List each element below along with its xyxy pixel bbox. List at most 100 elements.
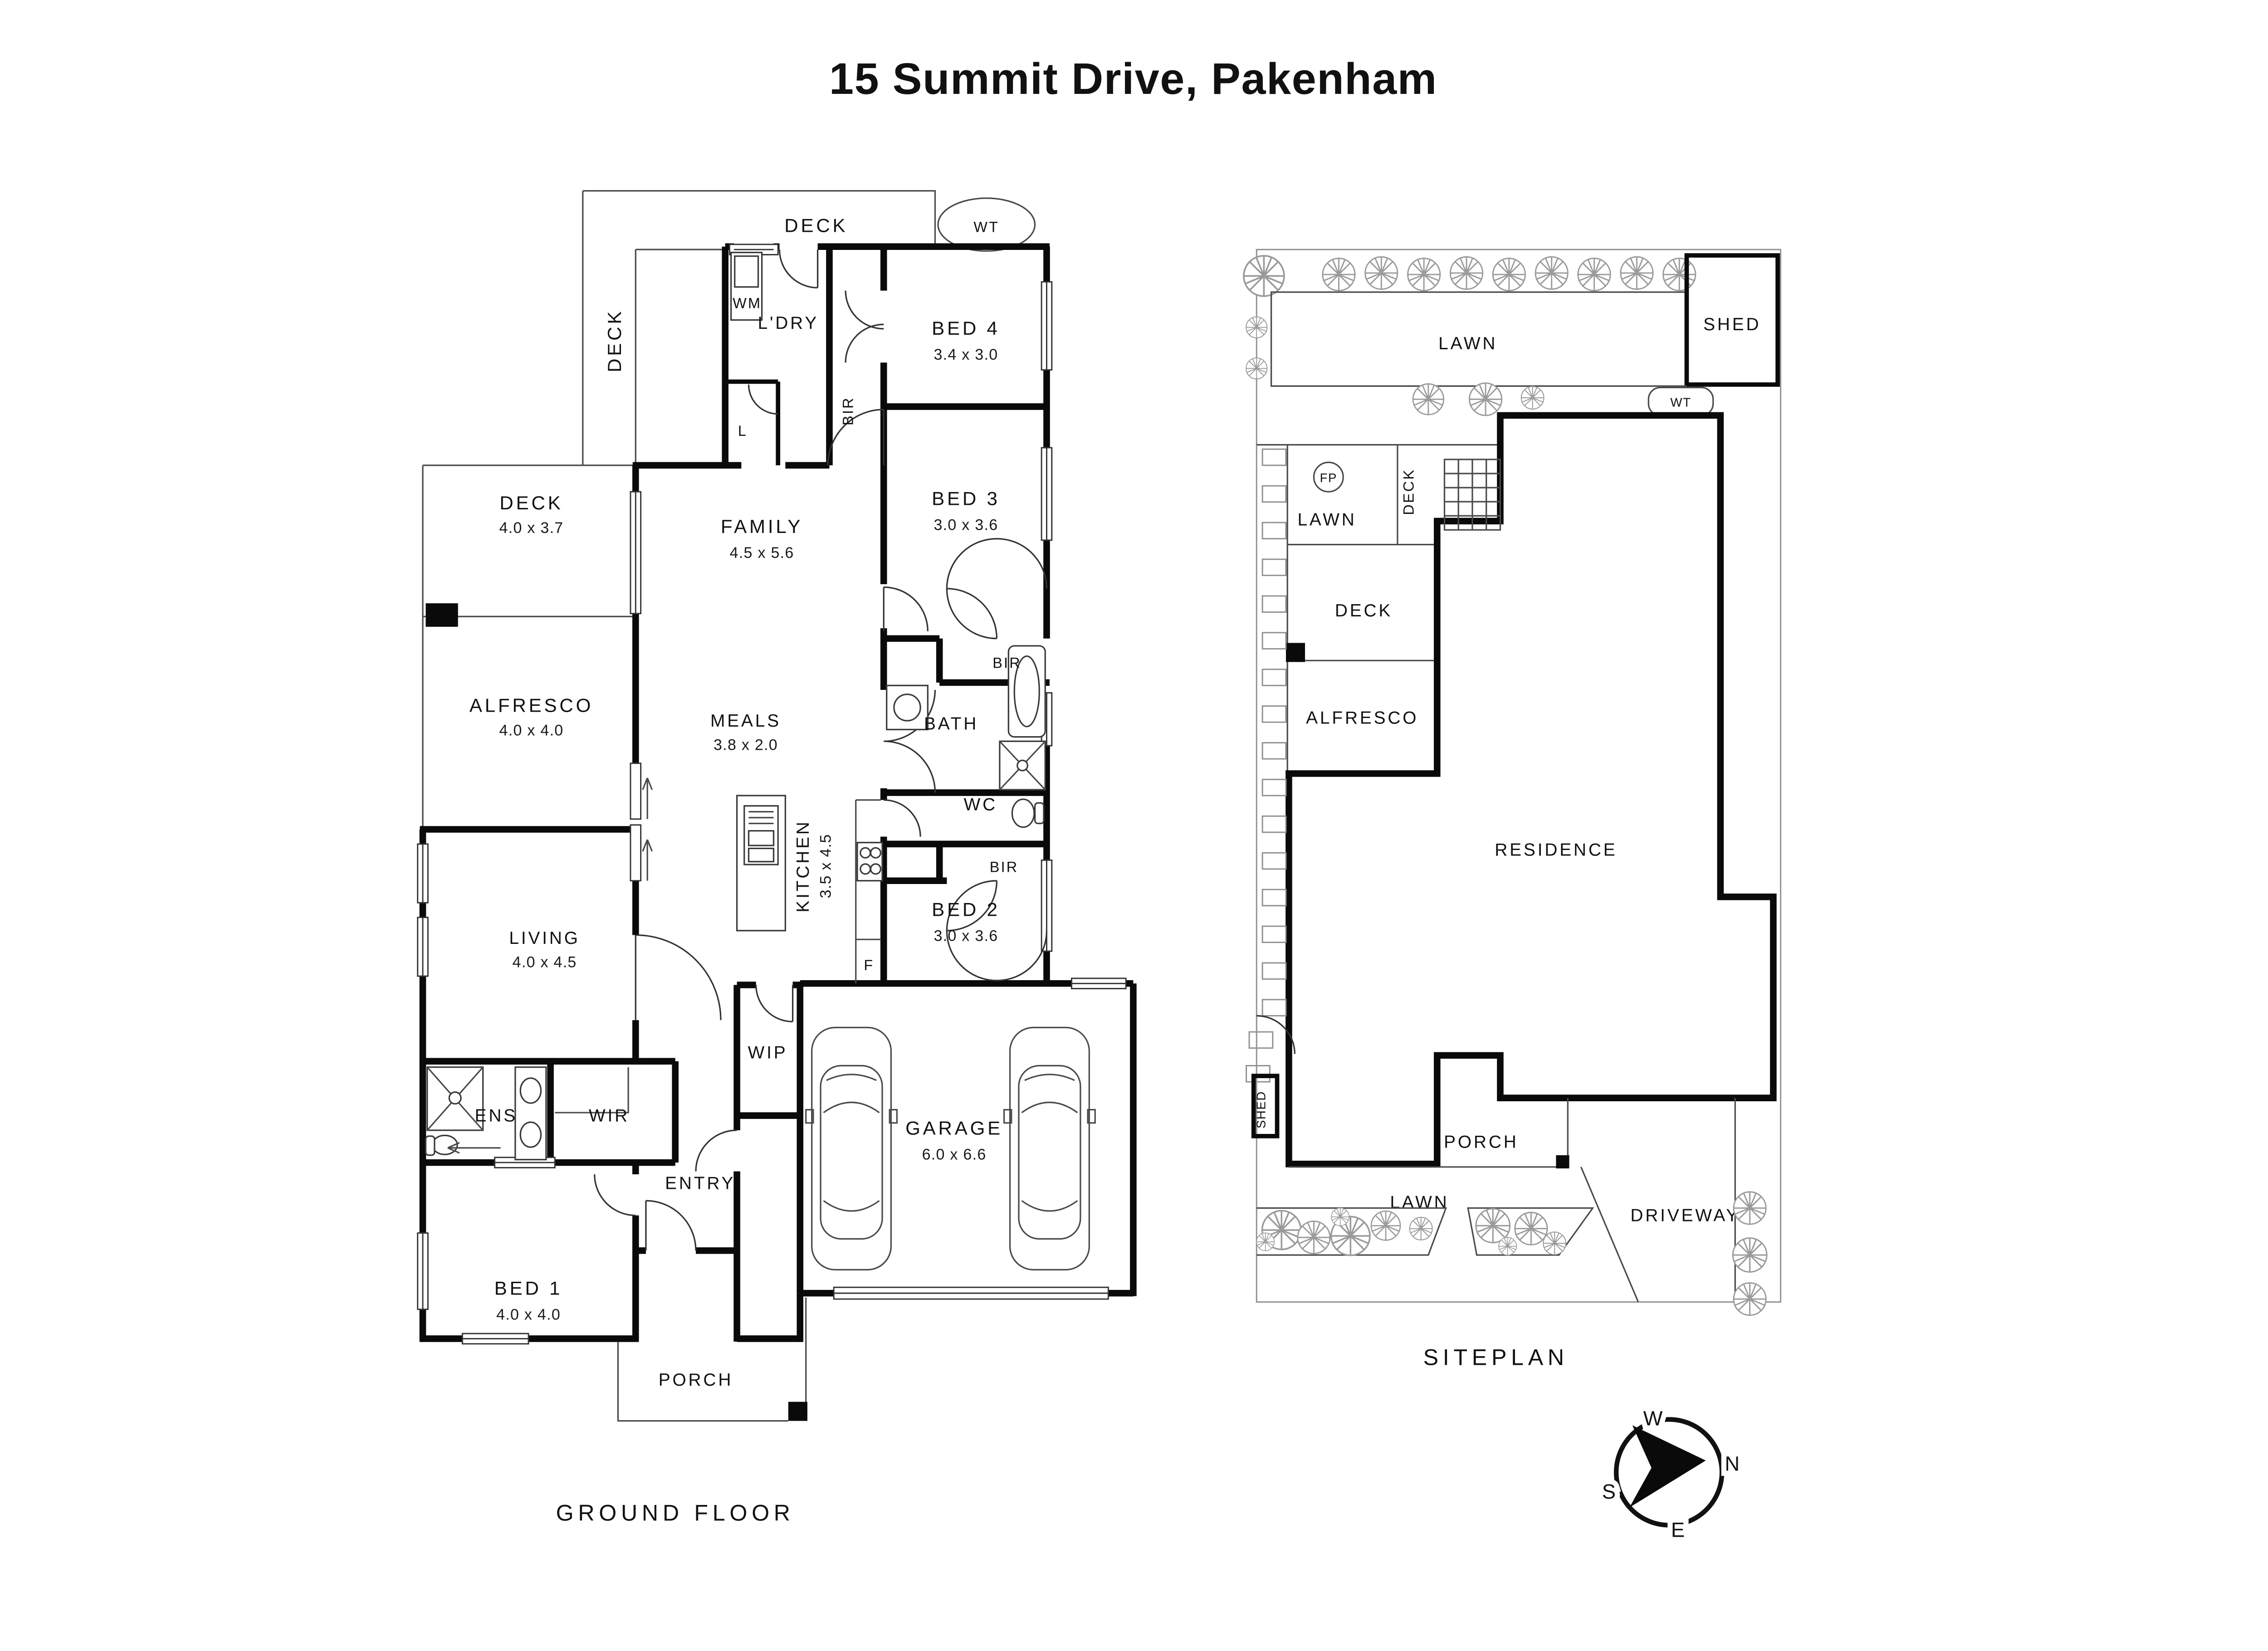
- compass-icon: W N E S: [1597, 1402, 1745, 1547]
- lawn-top-label: LAWN: [1438, 334, 1497, 353]
- garden-beds: [1256, 1207, 1594, 1256]
- site-trees-bottom: [1256, 1207, 1567, 1256]
- gate-arc: [1256, 1015, 1295, 1054]
- wc-label: WC: [964, 795, 997, 814]
- site-trees-right: [1732, 1191, 1768, 1316]
- water-tank-outline: [937, 197, 1036, 252]
- wir-label: WIR: [589, 1106, 630, 1125]
- wir-robe-line: [555, 1067, 629, 1114]
- deck-outline: [422, 190, 936, 830]
- lawn-bottom-label: LAWN: [1390, 1192, 1449, 1212]
- site-boundary: [1256, 249, 1782, 1303]
- exterior-walls: [419, 243, 1137, 1342]
- porch-outline: [617, 1297, 807, 1422]
- driveway-label: DRIVEWAY: [1630, 1206, 1740, 1226]
- bir-hall-label: BIR: [840, 396, 856, 425]
- garage-door: [833, 1286, 1109, 1300]
- wm-label: WM: [733, 295, 762, 312]
- water-tank-label: WT: [973, 219, 999, 235]
- page-title: 15 Summit Drive, Pakenham: [829, 54, 1437, 103]
- floorplan-page: 15 Summit Drive, Pakenham WT DECK DECK D…: [417, 54, 1782, 1547]
- fp-marker-label: FP: [1320, 471, 1337, 485]
- meals-label: MEALS: [710, 711, 781, 731]
- bed2-label: BED 2: [932, 899, 1000, 920]
- linen-label: L: [738, 423, 748, 439]
- ens-vanity: [514, 1066, 547, 1161]
- entry-label: ENTRY: [665, 1173, 735, 1193]
- windows: [417, 244, 1127, 1345]
- ens-door-arrow: [447, 1142, 501, 1154]
- bathtub-icon: [1007, 645, 1046, 738]
- residence-label: RESIDENCE: [1495, 840, 1617, 860]
- alfresco-dims: 4.0 x 4.0: [499, 722, 564, 739]
- bed4-dims: 3.4 x 3.0: [934, 346, 998, 363]
- compass-needle: [1629, 1425, 1706, 1508]
- deck-box-dims: 4.0 x 3.7: [499, 519, 564, 537]
- site-alfresco-label: ALFRESCO: [1306, 708, 1418, 728]
- alfresco-label: ALFRESCO: [469, 695, 593, 716]
- bed2-dims: 3.0 x 3.6: [934, 927, 998, 944]
- deck-box-label: DECK: [499, 492, 563, 513]
- compass-e: E: [1671, 1518, 1685, 1541]
- family-label: FAMILY: [721, 516, 803, 537]
- bed1-dims: 4.0 x 4.0: [496, 1306, 561, 1323]
- shed-top-label: SHED: [1703, 315, 1761, 334]
- compass-s: S: [1602, 1480, 1616, 1503]
- garage-dims: 6.0 x 6.6: [922, 1146, 987, 1163]
- lawn-mid-label: LAWN: [1297, 510, 1356, 530]
- fp-marker-circle: [1313, 461, 1344, 493]
- deck-pillar: [425, 603, 458, 627]
- site-deck-pillar: [1286, 643, 1305, 662]
- bed1-label: BED 1: [494, 1277, 563, 1299]
- deck-side-label: DECK: [604, 309, 625, 372]
- fixtures: WM F: [425, 252, 1096, 1422]
- ldry-label: L'DRY: [758, 313, 819, 333]
- kitchen-dims: 3.5 x 4.5: [817, 834, 835, 898]
- doors: [594, 249, 1048, 1251]
- shower-icon: [999, 740, 1046, 791]
- bed4-label: BED 4: [932, 318, 1000, 339]
- bir2-label: BIR: [990, 859, 1019, 875]
- floorplan: WT DECK DECK DECK 4.0 x 3.7 ALFRESCO 4.0…: [417, 190, 1137, 1526]
- kitchen-island: [736, 795, 787, 932]
- bed3-label: BED 3: [932, 488, 1000, 509]
- site-deck-label: DECK: [1335, 601, 1393, 620]
- bir3-label: BIR: [992, 655, 1022, 671]
- bath-basin-icon: [893, 694, 921, 722]
- residence-outline: [1286, 412, 1777, 1167]
- kitchen-label: KITCHEN: [793, 820, 813, 912]
- compass-w: W: [1643, 1407, 1663, 1430]
- fridge-label: F: [864, 957, 874, 973]
- meals-dims: 3.8 x 2.0: [714, 737, 778, 754]
- washing-machine-icon: [734, 255, 759, 288]
- cooktop-icon: [856, 841, 883, 882]
- bed3-dims: 3.0 x 3.6: [934, 516, 998, 533]
- deck-top-label: DECK: [784, 215, 848, 236]
- site-porch-label: PORCH: [1444, 1133, 1518, 1152]
- shed-top-area: [1684, 253, 1780, 387]
- floor-caption: GROUND FLOOR: [556, 1500, 795, 1526]
- site-porch-pillar: [1556, 1155, 1569, 1169]
- paver-path: [1246, 448, 1287, 1083]
- family-dims: 4.5 x 5.6: [730, 544, 794, 562]
- kitchen-bench: [855, 799, 881, 984]
- deck-grid: [1443, 459, 1501, 531]
- stair-arrows: [630, 762, 653, 882]
- site-trees-mid: [1412, 382, 1545, 416]
- compass-n: N: [1725, 1452, 1740, 1475]
- wip-label: WIP: [748, 1043, 788, 1062]
- porch-label: PORCH: [659, 1370, 733, 1390]
- shed-small-area: [1251, 1074, 1280, 1138]
- shed-small-label: SHED: [1254, 1091, 1268, 1128]
- living-dims: 4.0 x 4.5: [513, 954, 577, 971]
- site-caption: SITEPLAN: [1423, 1345, 1569, 1370]
- porch-pillar: [788, 1402, 807, 1421]
- site-deck-side-label: DECK: [1401, 469, 1417, 515]
- toilet-icon: [1011, 798, 1045, 828]
- ens-shower-icon: [426, 1066, 484, 1131]
- site-trees-top: [1243, 255, 1696, 380]
- ens-label: ENS: [475, 1106, 518, 1125]
- bath-label: BATH: [924, 714, 978, 733]
- garage-label: GARAGE: [905, 1118, 1003, 1139]
- siteplan: LAWN SHED WT RESIDENCE DECK FP LAWN DECK…: [1243, 249, 1782, 1370]
